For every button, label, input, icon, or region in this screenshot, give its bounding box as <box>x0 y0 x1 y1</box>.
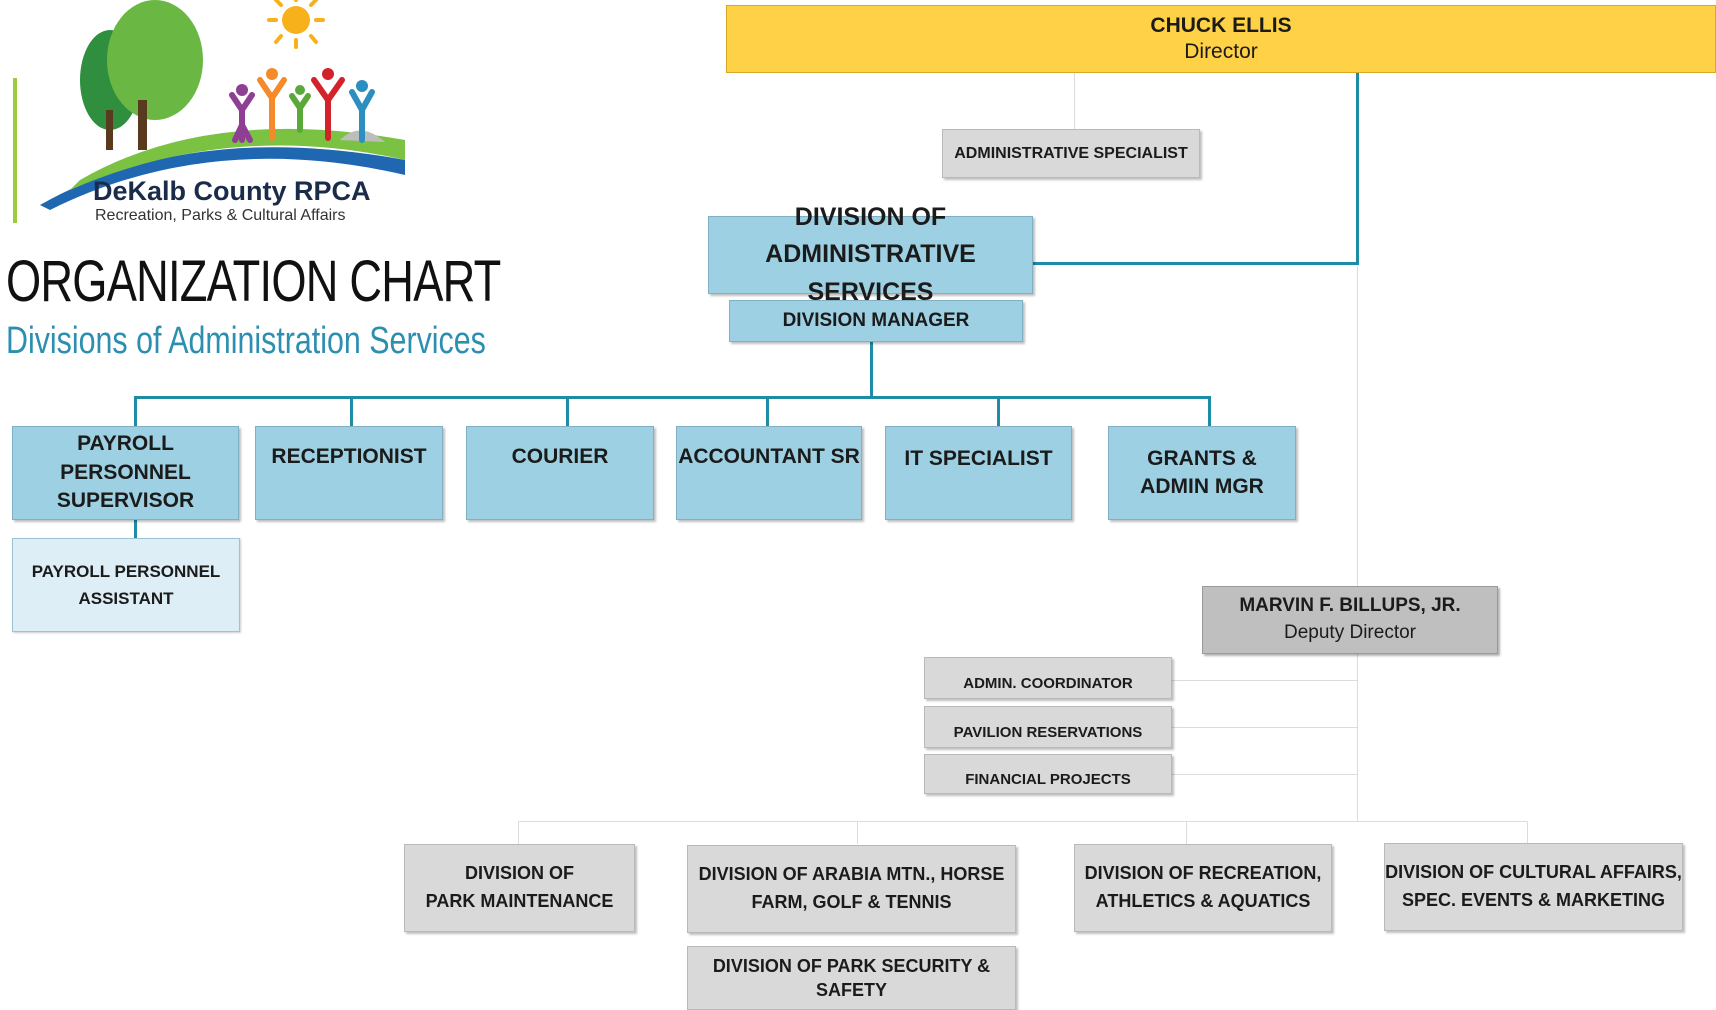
division-label-line1: DIVISION OF <box>464 863 574 884</box>
division-label-line2: FARM, GOLF & TENNIS <box>751 892 952 912</box>
division-admin-box: DIVISION OF ADMINISTRATIVE SERVICES <box>708 203 1033 306</box>
staff-label-line1: COURIER <box>511 445 609 468</box>
division-park-security: DIVISION OF PARK SECURITY & SAFETY <box>687 946 1016 1010</box>
staff-label-line1: GRANTS & <box>1147 446 1257 470</box>
security-label: DIVISION OF PARK SECURITY & SAFETY <box>712 955 991 1000</box>
staff-receptionist: RECEPTIONIST <box>255 426 443 520</box>
connector <box>518 821 519 844</box>
division-manager-box: DIVISION MANAGER <box>729 300 1023 342</box>
payroll-assistant-line1: PAYROLL PERSONNEL <box>31 561 221 581</box>
admin-specialist-box: ADMINISTRATIVE SPECIALIST <box>942 129 1200 178</box>
staff-label-line2: SUPERVISOR <box>56 489 195 513</box>
payroll-assistant-box: PAYROLL PERSONNEL ASSISTANT <box>12 538 240 632</box>
division-cultural-affairs: DIVISION OF CULTURAL AFFAIRS, SPEC. EVEN… <box>1384 843 1683 931</box>
page-title: ORGANIZATION CHART <box>6 249 501 314</box>
staff-label-line2: ADMIN MGR <box>1140 475 1264 498</box>
deputy-staff-label: PAVILION RESERVATIONS <box>953 723 1143 741</box>
director-role: Director <box>1184 40 1258 63</box>
connector <box>1170 727 1358 728</box>
connector <box>134 396 1211 399</box>
division-manager-label: DIVISION MANAGER <box>782 310 970 332</box>
deputy-staff-financial-projects: FINANCIAL PROJECTS <box>924 754 1172 794</box>
rpca-logo: DeKalb County RPCA Recreation, Parks & C… <box>10 0 420 232</box>
page-subtitle: Divisions of Administration Services <box>6 320 486 362</box>
connector <box>1033 262 1359 265</box>
division-label-line1: DIVISION OF ARABIA MTN., HORSE <box>698 864 1005 885</box>
connector <box>1527 821 1528 844</box>
deputy-staff-pavilion-reservations: PAVILION RESERVATIONS <box>924 706 1172 748</box>
staff-it-specialist: IT SPECIALIST <box>885 426 1072 520</box>
staff-accountant-sr: ACCOUNTANT SR <box>676 426 862 520</box>
staff-payroll-supervisor: PAYROLL PERSONNEL SUPERVISOR <box>12 426 239 520</box>
connector <box>1356 73 1359 265</box>
staff-grants-admin-mgr: GRANTS & ADMIN MGR <box>1108 426 1296 520</box>
division-label-line2: ATHLETICS & AQUATICS <box>1095 891 1311 911</box>
deputy-name: MARVIN F. BILLUPS, JR. <box>1239 595 1461 617</box>
division-admin-line1: DIVISION OF <box>794 202 947 231</box>
connector <box>1186 821 1187 844</box>
connector <box>1208 396 1211 426</box>
connector <box>134 396 137 426</box>
staff-label-line1: PAYROLL PERSONNEL <box>60 432 191 484</box>
connector <box>870 340 873 398</box>
director-box: CHUCK ELLIS Director <box>726 5 1716 73</box>
staff-label-line1: RECEPTIONIST <box>271 445 427 468</box>
logo-graphic <box>13 0 405 223</box>
deputy-role: Deputy Director <box>1284 622 1416 643</box>
division-park-maintenance: DIVISION OF PARK MAINTENANCE <box>404 844 635 932</box>
admin-specialist-label: ADMINISTRATIVE SPECIALIST <box>954 144 1188 162</box>
division-arabia-mtn: DIVISION OF ARABIA MTN., HORSE FARM, GOL… <box>687 845 1016 933</box>
deputy-staff-label: FINANCIAL PROJECTS <box>965 770 1131 788</box>
logo-tagline: Recreation, Parks & Cultural Affairs <box>95 207 346 224</box>
deputy-director-box: MARVIN F. BILLUPS, JR. Deputy Director <box>1202 586 1498 654</box>
staff-label-line1: IT SPECIALIST <box>904 447 1053 470</box>
payroll-assistant-line2: ASSISTANT <box>78 589 174 608</box>
division-label-line1: DIVISION OF CULTURAL AFFAIRS, <box>1385 862 1682 883</box>
connector <box>134 520 137 538</box>
connector <box>1170 680 1358 681</box>
connector <box>518 821 1528 822</box>
connector <box>1357 265 1358 822</box>
connector <box>766 396 769 426</box>
connector <box>1074 73 1075 129</box>
division-label-line2: PARK MAINTENANCE <box>425 891 614 911</box>
connector <box>997 396 1000 426</box>
deputy-staff-label: ADMIN. COORDINATOR <box>963 674 1133 692</box>
staff-courier: COURIER <box>466 426 654 520</box>
division-recreation: DIVISION OF RECREATION, ATHLETICS & AQUA… <box>1074 844 1332 932</box>
connector <box>566 396 569 426</box>
logo-name: DeKalb County RPCA <box>93 176 371 206</box>
division-label-line1: DIVISION OF RECREATION, <box>1084 863 1322 884</box>
director-name: CHUCK ELLIS <box>1150 13 1292 37</box>
deputy-staff-admin-coordinator: ADMIN. COORDINATOR <box>924 657 1172 699</box>
division-label-line2: SPEC. EVENTS & MARKETING <box>1401 890 1666 910</box>
connector <box>350 396 353 426</box>
connector <box>857 821 858 844</box>
connector <box>1170 774 1358 775</box>
staff-label-line1: ACCOUNTANT SR <box>678 445 860 468</box>
